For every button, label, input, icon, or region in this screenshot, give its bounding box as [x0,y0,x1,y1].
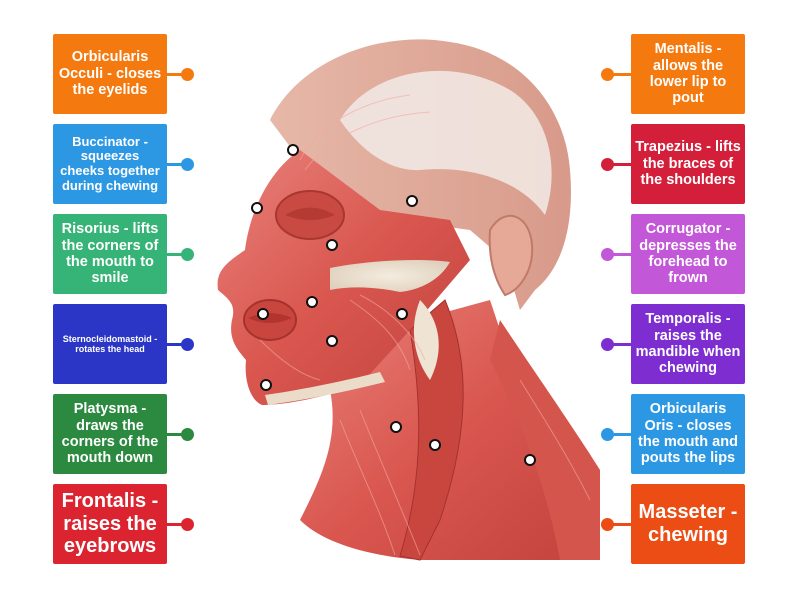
galea-aponeurotica [340,70,552,215]
label-temporalis[interactable]: Temporalis - raises the mandible when ch… [631,304,745,384]
pin[interactable] [524,454,536,466]
label-orbicularis-oris[interactable]: Orbicularis Oris - closes the mouth and … [631,394,745,474]
label-text: Risorius - lifts the corners of the mout… [61,221,159,287]
label-text: Sternocleidomastoid - rotates the head [62,333,158,354]
pin[interactable] [406,195,418,207]
label-connector [613,73,631,76]
label-connector-dot[interactable] [601,518,614,531]
label-text: Masseter - chewing [638,501,738,546]
ear [488,214,534,297]
label-mentalis[interactable]: Mentalis - allows the lower lip to pout [631,34,745,114]
label-platysma[interactable]: Platysma - draws the corners of the mout… [53,394,167,474]
pin[interactable] [257,308,269,320]
label-text: Orbicularis Occuli - closes the eyelids [58,49,162,99]
label-connector [613,343,631,346]
label-connector-dot[interactable] [181,338,194,351]
label-connector [613,253,631,256]
label-connector-dot[interactable] [181,68,194,81]
label-trapezius[interactable]: Trapezius - lifts the braces of the shou… [631,124,745,204]
label-sternocleidomastoid[interactable]: Sternocleidomastoid - rotates the head [53,304,167,384]
label-text: Corrugator - depresses the forehead to f… [639,221,737,287]
label-connector-dot[interactable] [601,248,614,261]
sternocleidomastoid-shape [399,299,464,561]
masseter-tendon [413,300,439,380]
label-frontalis[interactable]: Frontalis - raises the eyebrows [53,484,167,564]
label-connector-dot[interactable] [181,518,194,531]
label-connector [613,523,631,526]
label-connector [613,433,631,436]
label-corrugator[interactable]: Corrugator - depresses the forehead to f… [631,214,745,294]
label-connector [167,73,185,76]
eye-lid [285,207,335,220]
label-text: Temporalis - raises the mandible when ch… [635,311,741,377]
pin[interactable] [306,296,318,308]
label-buccinator[interactable]: Buccinator - squeezes cheeks together du… [53,124,167,204]
label-connector [167,343,185,346]
label-orbicularis-occuli[interactable]: Orbicularis Occuli - closes the eyelids [53,34,167,114]
pin[interactable] [396,308,408,320]
pin[interactable] [390,421,402,433]
label-text: Orbicularis Oris - closes the mouth and … [638,401,738,467]
label-connector-dot[interactable] [181,428,194,441]
pin[interactable] [326,335,338,347]
head-muscle-diagram [217,39,600,561]
label-connector-dot[interactable] [601,68,614,81]
pin[interactable] [326,239,338,251]
mandible-line [265,372,385,405]
label-text: Mentalis - allows the lower lip to pout [649,41,727,107]
label-connector-dot[interactable] [601,158,614,171]
pin[interactable] [429,439,441,451]
label-connector-dot[interactable] [181,158,194,171]
label-connector-dot[interactable] [601,428,614,441]
label-connector [613,163,631,166]
trapezius-shape [490,320,600,560]
label-connector [167,523,185,526]
label-connector [167,433,185,436]
pin[interactable] [251,202,263,214]
pin[interactable] [287,144,299,156]
label-connector [167,253,185,256]
label-connector-dot[interactable] [181,248,194,261]
label-masseter[interactable]: Masseter - chewing [631,484,745,564]
zygomatic-arch [330,260,450,292]
label-risorius[interactable]: Risorius - lifts the corners of the mout… [53,214,167,294]
label-text: Buccinator - squeezes cheeks together du… [60,133,160,193]
label-text: Trapezius - lifts the braces of the shou… [635,139,741,189]
label-connector-dot[interactable] [601,338,614,351]
pin[interactable] [260,379,272,391]
label-text: Frontalis - raises the eyebrows [61,490,159,558]
muscle-fibers [259,94,591,556]
label-connector [167,163,185,166]
label-text: Platysma - draws the corners of the mout… [61,401,159,467]
